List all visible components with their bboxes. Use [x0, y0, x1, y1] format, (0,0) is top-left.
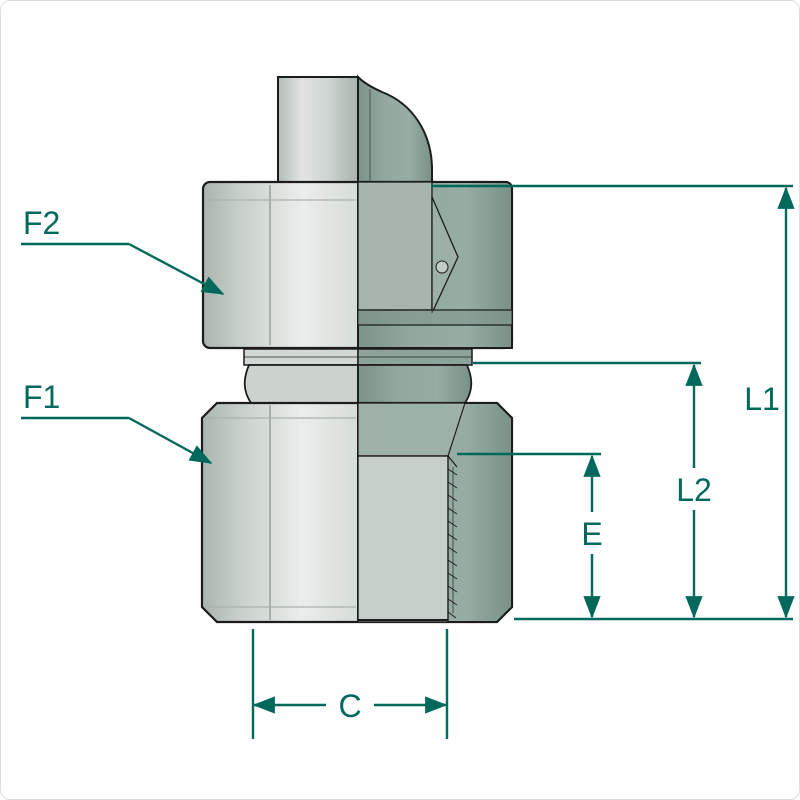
- fitting-body-group: [200, 74, 514, 624]
- cone-seat-detail: [431, 196, 459, 314]
- dimension-group: [21, 184, 795, 739]
- tube-stub-exterior: [277, 76, 359, 183]
- tube-inside-nut: [357, 181, 433, 311]
- label-e: E: [581, 516, 602, 552]
- label-l2: L2: [676, 472, 712, 508]
- c-label-gap: [326, 684, 374, 726]
- f1-leader-line: [128, 416, 213, 465]
- e-label-gap: [574, 512, 610, 554]
- internal-step-band: [358, 310, 512, 325]
- neck-section: [357, 364, 473, 404]
- thread-ticks: [447, 468, 458, 619]
- label-gap-group: [326, 468, 718, 726]
- tube-stub-section: [357, 74, 433, 183]
- seal-detail: [435, 260, 449, 274]
- f2-leader-line: [128, 242, 225, 296]
- thread-bore: [357, 455, 449, 623]
- bore-chamfer: [447, 455, 458, 468]
- internal-step-lines: [358, 309, 512, 326]
- neck-exterior: [243, 364, 359, 404]
- l2-label-gap: [670, 468, 718, 510]
- dimension-labels: F2 F1 L1 L2 E C: [23, 205, 780, 724]
- label-f2: F2: [23, 205, 60, 241]
- label-c: C: [338, 688, 361, 724]
- label-l1: L1: [744, 381, 780, 417]
- label-f1: F1: [23, 379, 60, 415]
- internal-cone-transition: [357, 402, 466, 457]
